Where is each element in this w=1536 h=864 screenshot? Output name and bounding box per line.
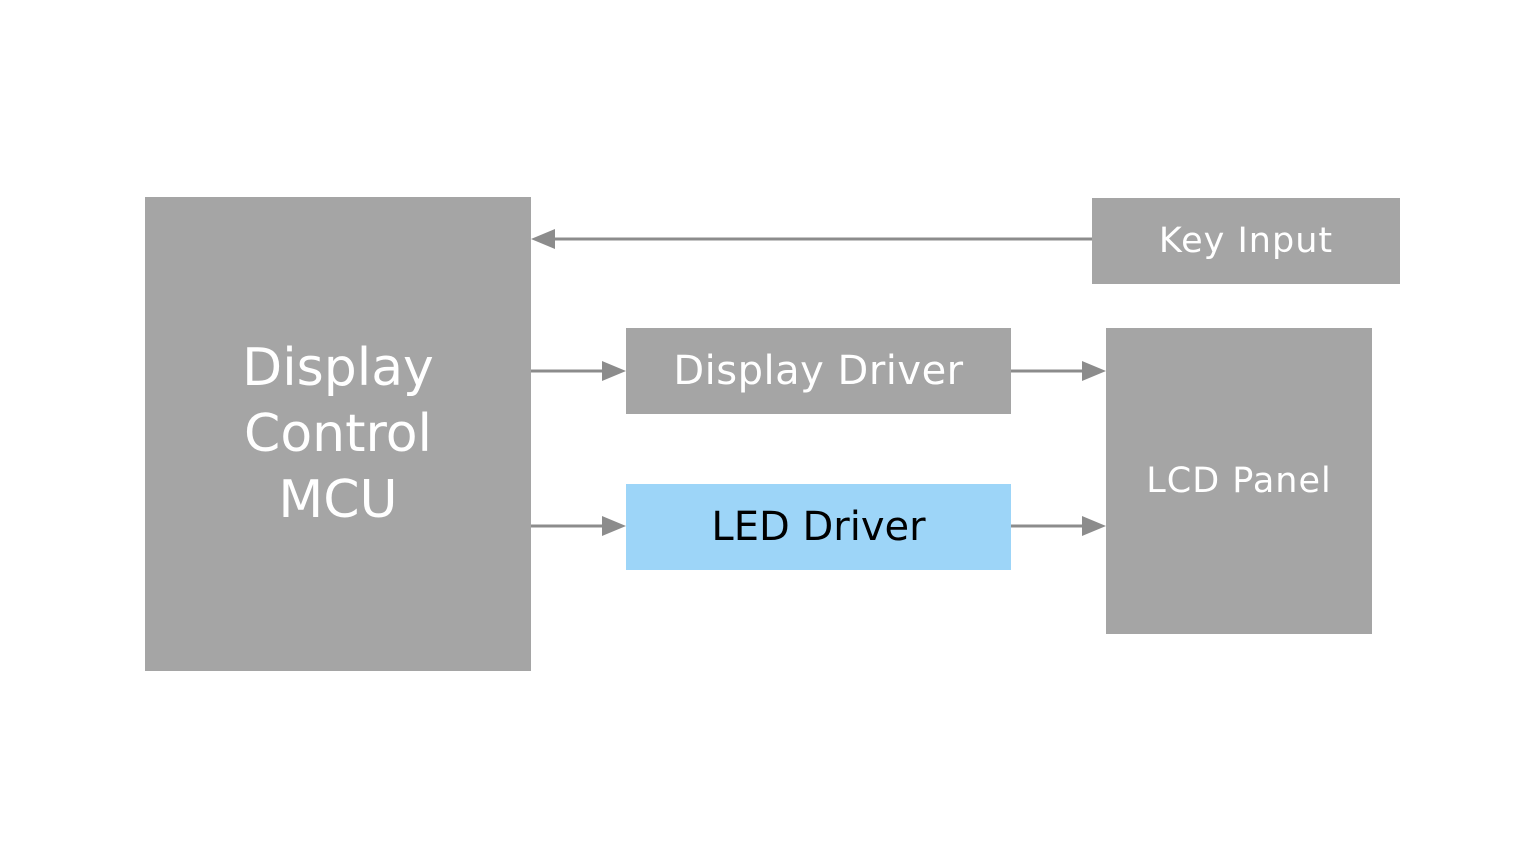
led-driver-label: LED Driver [711,504,926,550]
display-control-mcu-block: Display Control MCU [145,197,531,671]
arrowhead-led-driver-to-lcd [1082,516,1106,536]
arrowhead-mcu-to-display-driver [602,361,626,381]
led-driver-block: LED Driver [626,484,1011,570]
arrowhead-display-driver-to-lcd [1082,361,1106,381]
key-input-label: Key Input [1158,221,1334,261]
key-input-block: Key Input [1092,198,1400,284]
lcd-panel-block: LCD Panel [1106,328,1372,634]
arrowhead-key-input-to-mcu [531,229,555,249]
display-driver-block: Display Driver [626,328,1011,414]
mcu-label-line-2: Control [244,404,432,464]
lcd-panel-label: LCD Panel [1146,461,1332,501]
mcu-label-line-3: MCU [278,470,398,530]
display-driver-label: Display Driver [673,348,964,394]
mcu-label-line-1: Display [242,338,434,398]
arrowhead-mcu-to-led-driver [602,516,626,536]
